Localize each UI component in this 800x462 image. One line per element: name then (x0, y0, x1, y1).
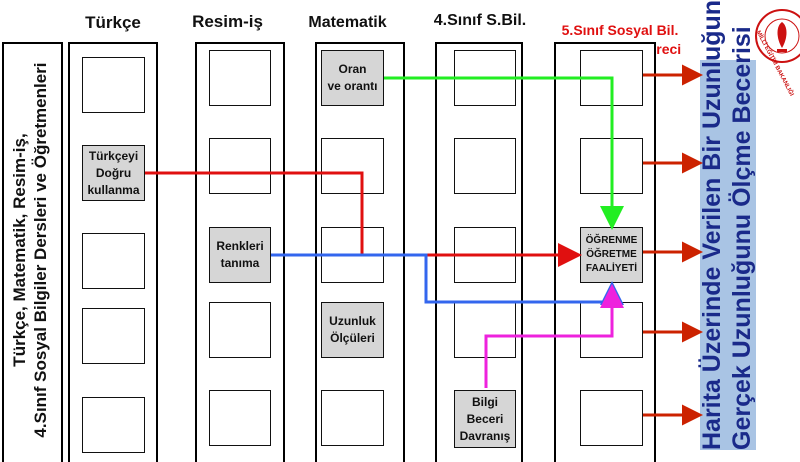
red-connector (145, 171, 582, 267)
box-renkleri-tanima: Renkleri tanıma (209, 227, 271, 283)
box-oran-ve-oranti: Oran ve orantı (321, 50, 384, 106)
box-text-line: kullanma (87, 182, 140, 197)
meb-logo-icon (755, 9, 800, 63)
empty-box (321, 390, 384, 446)
box-text-line: Bilgi (471, 394, 498, 409)
right-banner-line1: Harita Üzerinde Verilen Bir Uzunluğun (698, 0, 726, 450)
box-text-line: Türkçeyi (88, 148, 139, 163)
empty-box (209, 390, 271, 446)
empty-box (82, 233, 145, 289)
box-text-line: Oran (338, 62, 367, 76)
box-turkceyi-dogru-kullanma: Türkçeyi Doğru kullanma (82, 145, 145, 201)
box-text-line: Ölçüleri (330, 331, 375, 345)
magenta-connector (484, 284, 624, 388)
box-text-line: ve orantı (327, 79, 378, 93)
header-resim-is: Resim-iş (192, 12, 263, 31)
header-4-sinif-sbil: 4.Sınıf S.Bil. (433, 12, 527, 29)
box-bilgi-beceri-davranis: Bilgi Beceri Davranış (454, 390, 516, 448)
header-turkce: Türkçe (85, 13, 141, 32)
empty-box (82, 308, 145, 364)
box-ogrenme-ogretme-faaliyeti: ÖĞRENME ÖĞRETME FAALİYETİ (580, 227, 643, 283)
box-text-line: tanıma (220, 256, 260, 270)
green-connector (384, 76, 624, 230)
empty-box (209, 50, 271, 106)
box-text-line: FAALİYETİ (585, 263, 638, 274)
box-text-line: Uzunluk (329, 314, 376, 328)
empty-box (209, 138, 271, 194)
empty-box (209, 302, 271, 358)
header-matematik: Matematik (308, 14, 387, 31)
box-text-line: Beceri (466, 411, 504, 426)
connector-lines (145, 64, 703, 426)
box-text-line: Doğru (95, 165, 132, 180)
empty-box (321, 138, 384, 194)
right-banner-bg (700, 60, 756, 450)
box-text-line: ÖĞRETME (586, 249, 637, 260)
blue-connector (271, 253, 624, 305)
box-text-line: Davranış (459, 428, 511, 443)
empty-box (454, 138, 516, 194)
box-uzunluk-olculeri: Uzunluk Ölçüleri (321, 302, 384, 358)
empty-box (580, 390, 643, 446)
box-text-line: Renkleri (216, 239, 264, 253)
left-panel (2, 42, 63, 462)
empty-box (82, 57, 145, 113)
header-5-sinif-line1: 5.Sınıf Sosyal Bil. (561, 22, 679, 38)
box-text-line: ÖĞRENME (585, 235, 638, 246)
right-banner-text: Harita Üzerinde Verilen Bir Uzunluğun Ge… (697, 0, 757, 450)
